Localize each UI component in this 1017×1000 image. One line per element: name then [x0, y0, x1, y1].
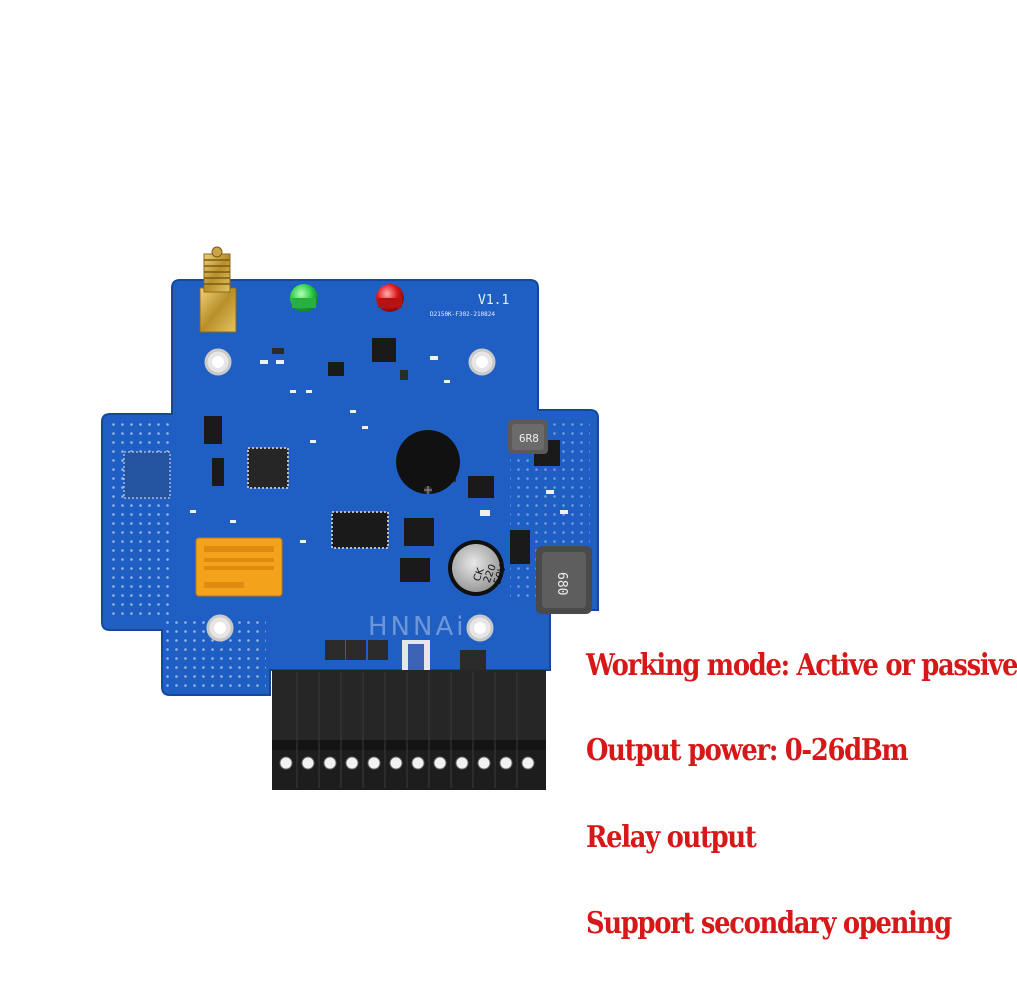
feature-working-mode: Working mode: Active or passive: [586, 648, 1017, 683]
feature-output-power: Output power: 0-26dBm: [586, 733, 909, 768]
small-inductor-label: 6R8: [519, 432, 539, 445]
board-version-label: V1.1: [478, 293, 509, 308]
electrolytic-capacitor: CK 220 50V: [448, 540, 509, 596]
pcb-board-svg: V1.1 D2150K-F302-210824: [101, 246, 599, 790]
board-serial-label: D2150K-F302-210824: [430, 311, 495, 318]
relay: [195, 537, 283, 597]
feature-relay-output: Relay output: [586, 820, 757, 855]
red-led: [376, 284, 404, 312]
capacitor-label-1: CK: [472, 566, 487, 583]
terminal-holes: [279, 756, 535, 770]
feature-secondary-opening: Support secondary opening: [586, 906, 952, 941]
buzzer: [396, 430, 460, 494]
green-led: [290, 284, 318, 312]
via-field-left: [110, 420, 170, 620]
large-inductor: 680: [536, 546, 592, 614]
screw-terminal-block: [272, 670, 546, 790]
integrated-circuits: [123, 338, 560, 582]
watermark-text: HNNAi: [368, 612, 467, 642]
pcb-board-image: V1.1 D2150K-F302-210824: [100, 240, 610, 800]
diode: [402, 640, 430, 674]
mounting-holes: [204, 348, 496, 642]
small-inductor: 6R8: [508, 420, 548, 454]
dark-smd-components: [272, 348, 486, 670]
large-inductor-label: 680: [554, 572, 569, 595]
sma-antenna-connector: [199, 246, 237, 333]
